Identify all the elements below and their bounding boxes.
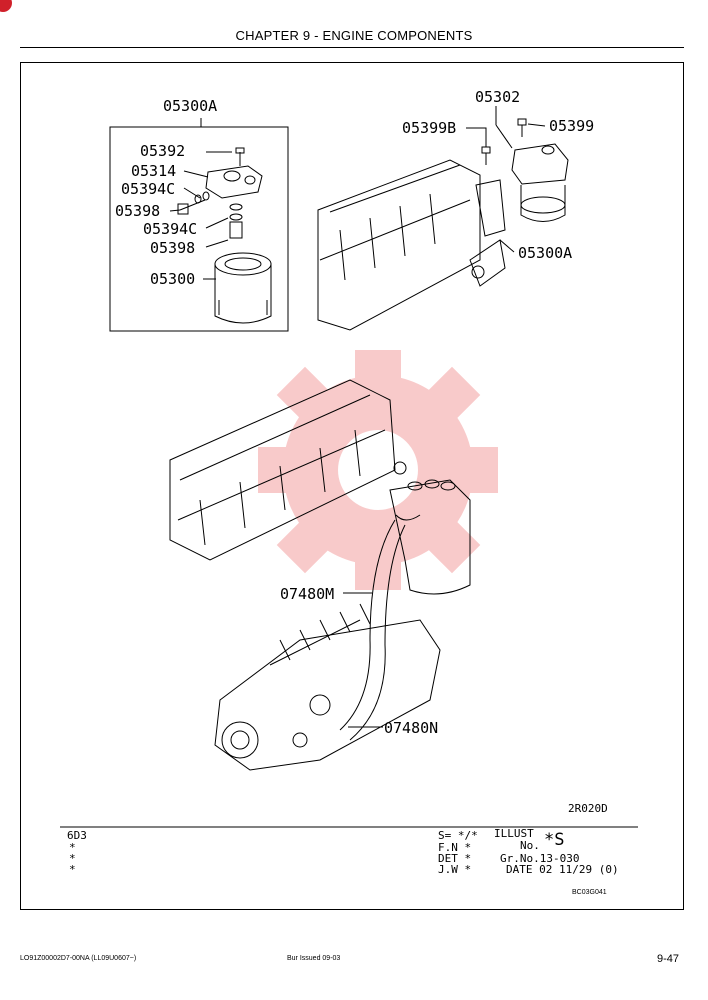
det-line: DET * — [438, 852, 472, 865]
mark-2: * — [69, 852, 76, 865]
callout-05394c-lower: 05394C — [143, 220, 198, 238]
illust-no-value: *S — [544, 830, 565, 850]
page-number: 9-47 — [657, 953, 680, 965]
illustration-frame — [20, 62, 684, 910]
illustration-code: 2R020D — [568, 802, 608, 815]
callout-07480m: 07480M — [280, 585, 335, 603]
callout-05399b: 05399B — [402, 119, 457, 137]
date-line: DATE 02 11/29 (0) — [506, 863, 619, 876]
corner-badge-icon — [0, 0, 12, 12]
callout-05300a-inset: 05300A — [163, 97, 218, 115]
document-code: LO91Z00002D7-00NA (LL09U0607~) — [20, 955, 137, 962]
s-line: S= */* — [438, 829, 478, 842]
callout-05398-lower: 05398 — [150, 239, 196, 257]
illust-label: ILLUST — [494, 827, 534, 840]
callout-05394c-upper: 05394C — [121, 180, 176, 198]
reference-code: BC03G041 — [572, 889, 607, 896]
header-rule — [20, 47, 684, 48]
callout-05398-upper: 05398 — [115, 202, 161, 220]
jw-line: J.W * — [438, 863, 472, 876]
issue-info: Bur Issued 09-03 — [287, 955, 341, 962]
model-code: 6D3 — [67, 829, 87, 842]
no-label: No. — [520, 839, 540, 852]
inset-box — [109, 126, 289, 332]
fn-line: F.N * — [438, 841, 472, 854]
callout-05300a-right: 05300A — [518, 244, 573, 262]
callout-05392: 05392 — [140, 142, 186, 160]
callout-05300: 05300 — [150, 270, 196, 288]
mark-3: * — [69, 863, 76, 876]
callout-07480n: 07480N — [384, 719, 439, 737]
callout-05314: 05314 — [131, 162, 177, 180]
callout-05399: 05399 — [549, 117, 595, 135]
group-number: Gr.No.13-030 — [500, 852, 580, 865]
chapter-title: CHAPTER 9 - ENGINE COMPONENTS — [235, 28, 473, 43]
callout-05302: 05302 — [475, 88, 521, 106]
watermark-gear-icon — [258, 350, 498, 590]
mark-1: * — [69, 841, 76, 854]
